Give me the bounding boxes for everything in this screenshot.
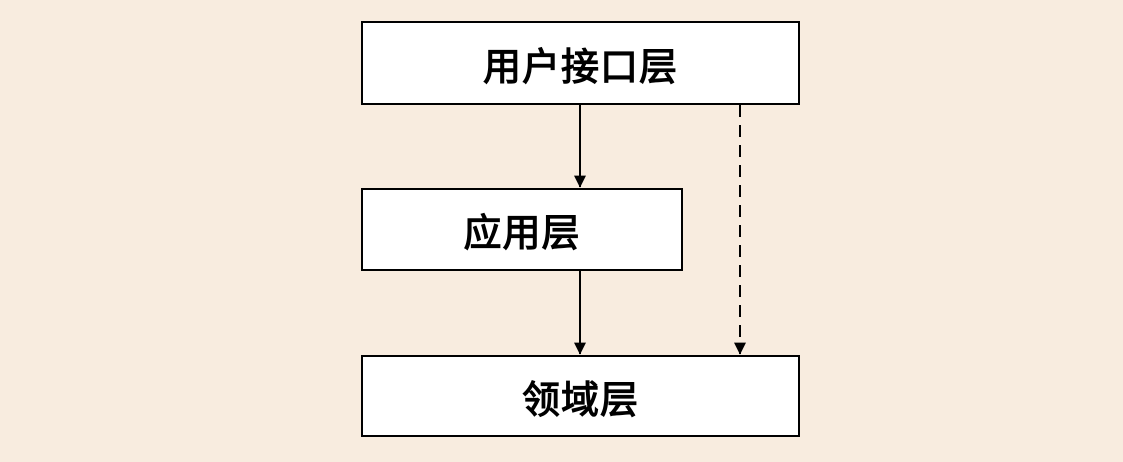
node-application-layer: 应用层 [361, 188, 683, 271]
node-user-interface-layer-label: 用户接口层 [482, 46, 678, 89]
node-domain-layer-label: 领域层 [521, 379, 639, 422]
node-user-interface-layer: 用户接口层 [361, 21, 800, 105]
node-application-layer-label: 应用层 [463, 213, 581, 255]
node-domain-layer: 领域层 [361, 355, 800, 437]
